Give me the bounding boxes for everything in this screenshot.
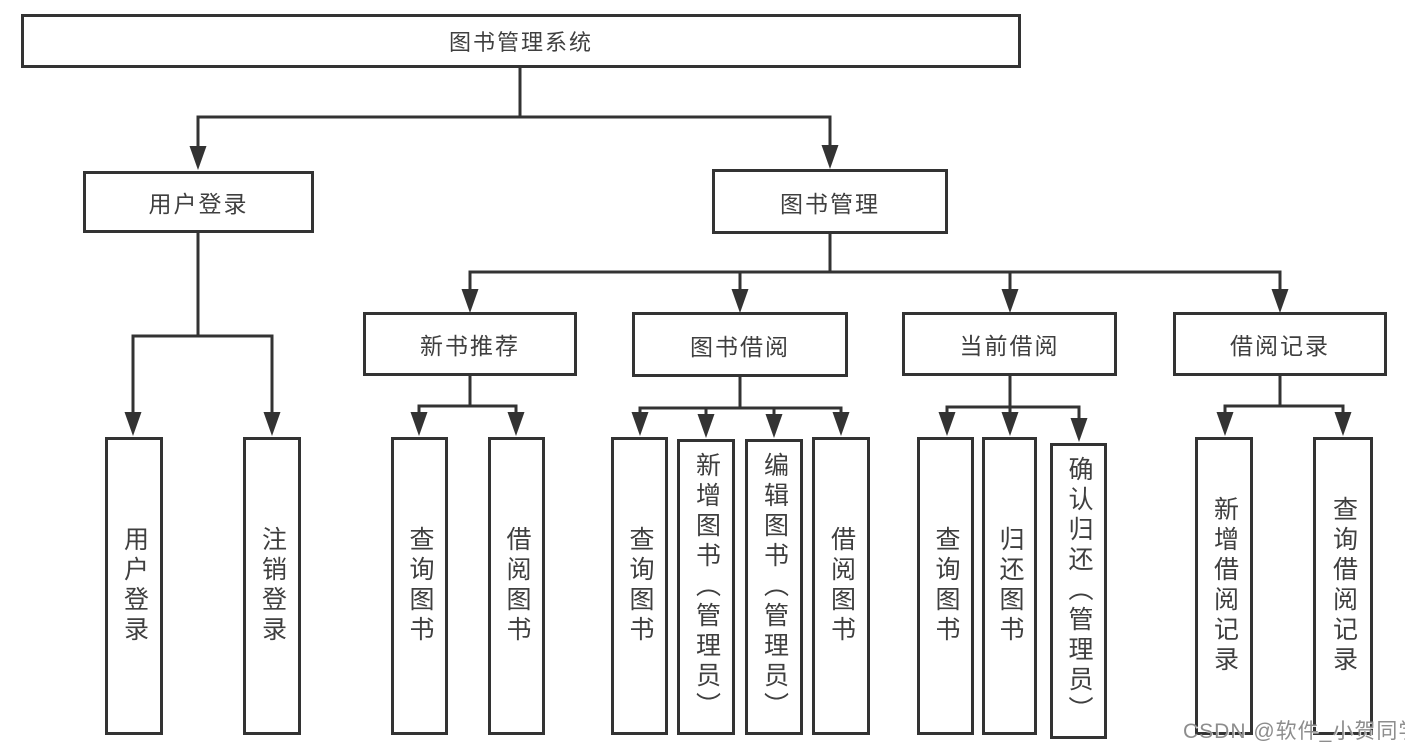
csdn-watermark: CSDN @软件_小贺同学 [1183,720,1405,743]
leaf-add-book-admin: 新增图书（管理员） [677,439,735,735]
leaf-query-books-recommend: 查询图书 [391,437,448,735]
leaf-borrow-books: 借阅图书 [812,437,870,735]
leaf-add-borrow-record: 新增借阅记录 [1195,437,1253,735]
leaf-confirm-return-admin: 确认归还（管理员） [1050,443,1107,739]
leaf-logout: 注销登录 [243,437,301,735]
leaf-query-books-current: 查询图书 [917,437,974,735]
leaf-query-borrow-record: 查询借阅记录 [1313,437,1373,735]
leaf-borrow-books-recommend: 借阅图书 [488,437,545,735]
node-user-login: 用户登录 [83,171,314,233]
leaf-return-books: 归还图书 [982,437,1037,735]
leaf-user-login: 用户登录 [105,437,163,735]
node-borrow-records: 借阅记录 [1173,312,1387,376]
leaf-edit-book-admin: 编辑图书（管理员） [745,439,803,735]
node-book-management: 图书管理 [712,169,948,234]
node-current-borrow: 当前借阅 [902,312,1117,376]
node-book-borrow: 图书借阅 [632,312,848,377]
leaf-query-books-borrow: 查询图书 [611,437,668,735]
node-library-management-system: 图书管理系统 [21,14,1021,68]
node-new-book-recommend: 新书推荐 [363,312,577,376]
